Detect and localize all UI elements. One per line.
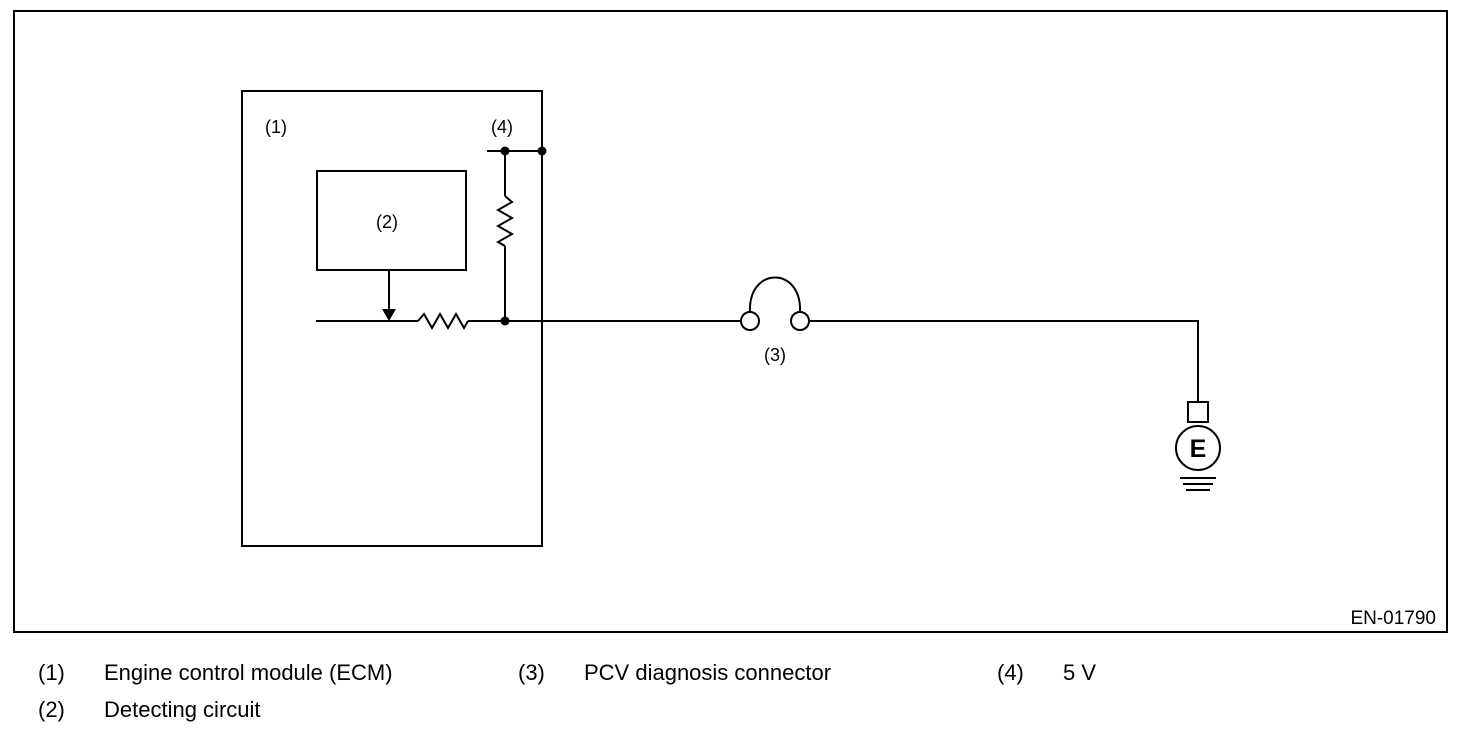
legend-number-3: (3): [518, 660, 545, 685]
figure-code: EN-01790: [1350, 608, 1436, 629]
legend-number-2: (2): [38, 697, 65, 722]
ground-terminal-lug: [1187, 401, 1209, 423]
supply-node-right: [537, 146, 547, 156]
ground-letter: E: [1190, 435, 1207, 463]
detecting-circuit-box: [316, 170, 467, 271]
legend-label-4: 5 V: [1063, 660, 1097, 685]
connector-callout: (3): [764, 345, 786, 365]
ecm-callout: (1): [265, 117, 287, 137]
pullup-resistor: [495, 195, 515, 247]
ecm-box: [241, 90, 543, 547]
connector-terminal-right: [790, 311, 810, 331]
harness-line-right: [809, 320, 1199, 402]
connector-terminal-left: [740, 311, 760, 331]
series-resistor: [417, 311, 469, 331]
legend-label-1: Engine control module (ECM): [104, 660, 393, 685]
figure-frame: [13, 10, 1448, 633]
legend-label-2: Detecting circuit: [104, 697, 261, 722]
legend-number-1: (1): [38, 660, 65, 685]
detecting-arrow-head: [382, 309, 396, 321]
legend-label-3: PCV diagnosis connector: [584, 660, 832, 685]
detecting-circuit-callout: (2): [376, 212, 398, 232]
legend-number-4: (4): [997, 660, 1024, 685]
five-volt-callout: (4): [491, 117, 513, 137]
ground-icon: [1175, 425, 1221, 471]
connector-jumper-arc: [748, 276, 802, 313]
